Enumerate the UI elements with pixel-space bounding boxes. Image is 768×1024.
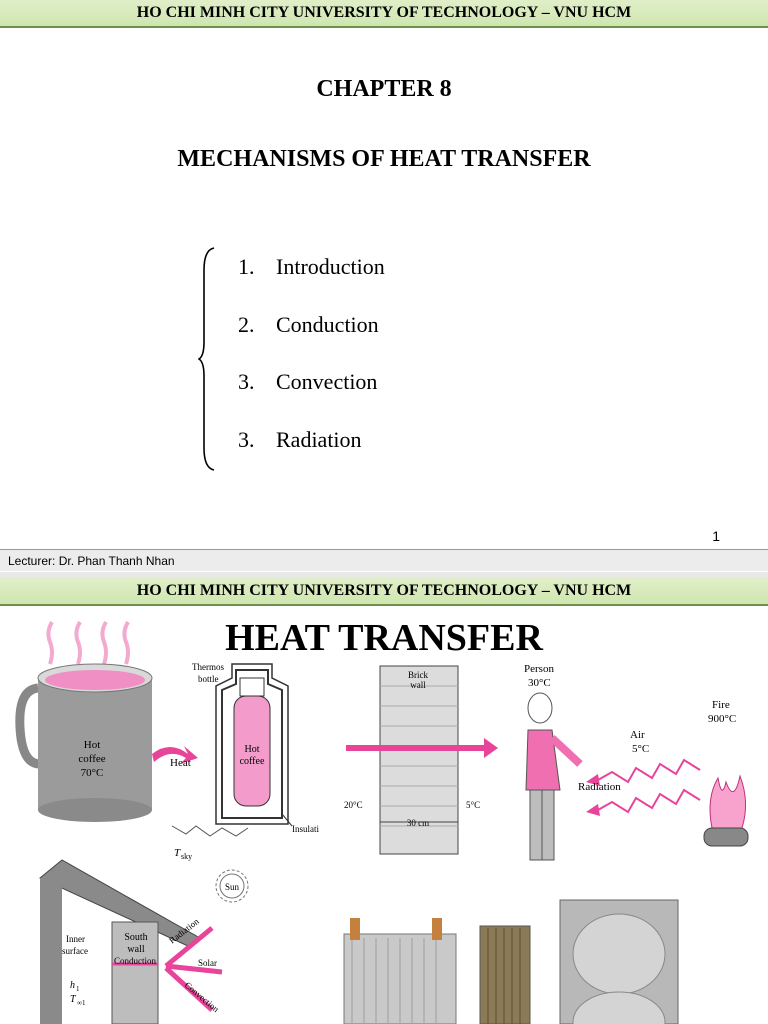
toc-item: 1.Introduction	[238, 254, 385, 279]
thermos-icon: Thermos bottle Hot coffee Insulati	[192, 662, 319, 834]
fire-icon	[703, 774, 749, 847]
svg-text:wall: wall	[410, 680, 426, 690]
toc-item: 2.Conduction	[238, 311, 379, 337]
page-number: 1	[712, 528, 720, 544]
svg-text:Radiation: Radiation	[578, 781, 621, 793]
table-of-contents: 1.Introduction 2.Conduction 3.Convection…	[238, 254, 385, 484]
svg-text:South: South	[124, 932, 147, 943]
svg-text:900°C: 900°C	[708, 713, 736, 725]
svg-text:sky: sky	[181, 852, 192, 861]
coffee-mug-icon: Hot coffee 70°C	[15, 620, 153, 822]
svg-text:Conduction: Conduction	[114, 956, 156, 966]
university-banner: HO CHI MINH CITY UNIVERSITY OF TECHNOLOG…	[0, 0, 768, 28]
svg-text:Sun: Sun	[225, 882, 240, 892]
svg-text:Inner: Inner	[66, 934, 85, 944]
slide-title: HEAT TRANSFER	[225, 617, 543, 659]
slide-2: HO CHI MINH CITY UNIVERSITY OF TECHNOLOG…	[0, 578, 768, 1024]
mug-label-1: Hot	[84, 739, 101, 751]
svg-text:Person: Person	[524, 663, 554, 675]
svg-text:5°C: 5°C	[466, 800, 480, 810]
lecturer-footer: Lecturer: Dr. Phan Thanh Nhan	[0, 549, 768, 571]
svg-text:coffee: coffee	[240, 756, 265, 767]
svg-text:wall: wall	[127, 944, 144, 955]
svg-text:surface: surface	[62, 946, 88, 956]
svg-text:Fire: Fire	[712, 699, 730, 711]
chapter-title: MECHANISMS OF HEAT TRANSFER	[177, 146, 591, 172]
svg-text:20°C: 20°C	[344, 800, 363, 810]
heat-label: Heat	[170, 757, 191, 769]
radiation-wave-icon	[597, 788, 701, 814]
house-wall-icon: T sky Sun South wall Inner surface Condu…	[39, 825, 249, 1024]
slide-separator	[0, 572, 768, 578]
svg-text:T: T	[174, 847, 181, 859]
svg-text:Thermos: Thermos	[192, 662, 224, 672]
svg-text:Insulati: Insulati	[292, 824, 319, 834]
curly-brace-icon	[198, 247, 215, 471]
person-icon: Person 30°C	[524, 663, 583, 861]
svg-text:Solar: Solar	[198, 958, 217, 968]
svg-text:Brick: Brick	[408, 670, 428, 680]
toc-item: 3.Radiation	[238, 426, 362, 452]
university-banner: HO CHI MINH CITY UNIVERSITY OF TECHNOLOG…	[0, 578, 768, 606]
svg-text:∞1: ∞1	[77, 999, 86, 1007]
toc-item: 3.Convection	[238, 369, 378, 394]
svg-text:bottle: bottle	[198, 674, 219, 684]
svg-text:1: 1	[76, 985, 80, 993]
slide-1: HO CHI MINH CITY UNIVERSITY OF TECHNOLOG…	[0, 0, 768, 571]
svg-text:T: T	[70, 994, 77, 1005]
svg-text:h: h	[70, 980, 75, 991]
svg-text:Air: Air	[630, 729, 645, 741]
mug-label-3: 70°C	[81, 767, 104, 779]
radiation-wave-icon	[597, 758, 701, 784]
heat-transfer-illustrations: Hot coffee 70°C Heat Thermos bottle Hot …	[15, 620, 749, 1024]
svg-text:30°C: 30°C	[528, 677, 551, 689]
svg-text:30 cm: 30 cm	[407, 818, 429, 828]
svg-text:Hot: Hot	[245, 744, 260, 755]
mug-label-2: coffee	[78, 753, 105, 765]
svg-text:Convection: Convection	[183, 980, 222, 1015]
heat-exchanger-photos	[343, 899, 679, 1024]
heat-arrow-icon	[152, 746, 198, 764]
brick-wall-icon: Brick wall 20°C 5°C 30 cm	[344, 665, 498, 855]
chapter-heading: CHAPTER 8	[316, 76, 452, 102]
svg-text:5°C: 5°C	[632, 743, 649, 755]
